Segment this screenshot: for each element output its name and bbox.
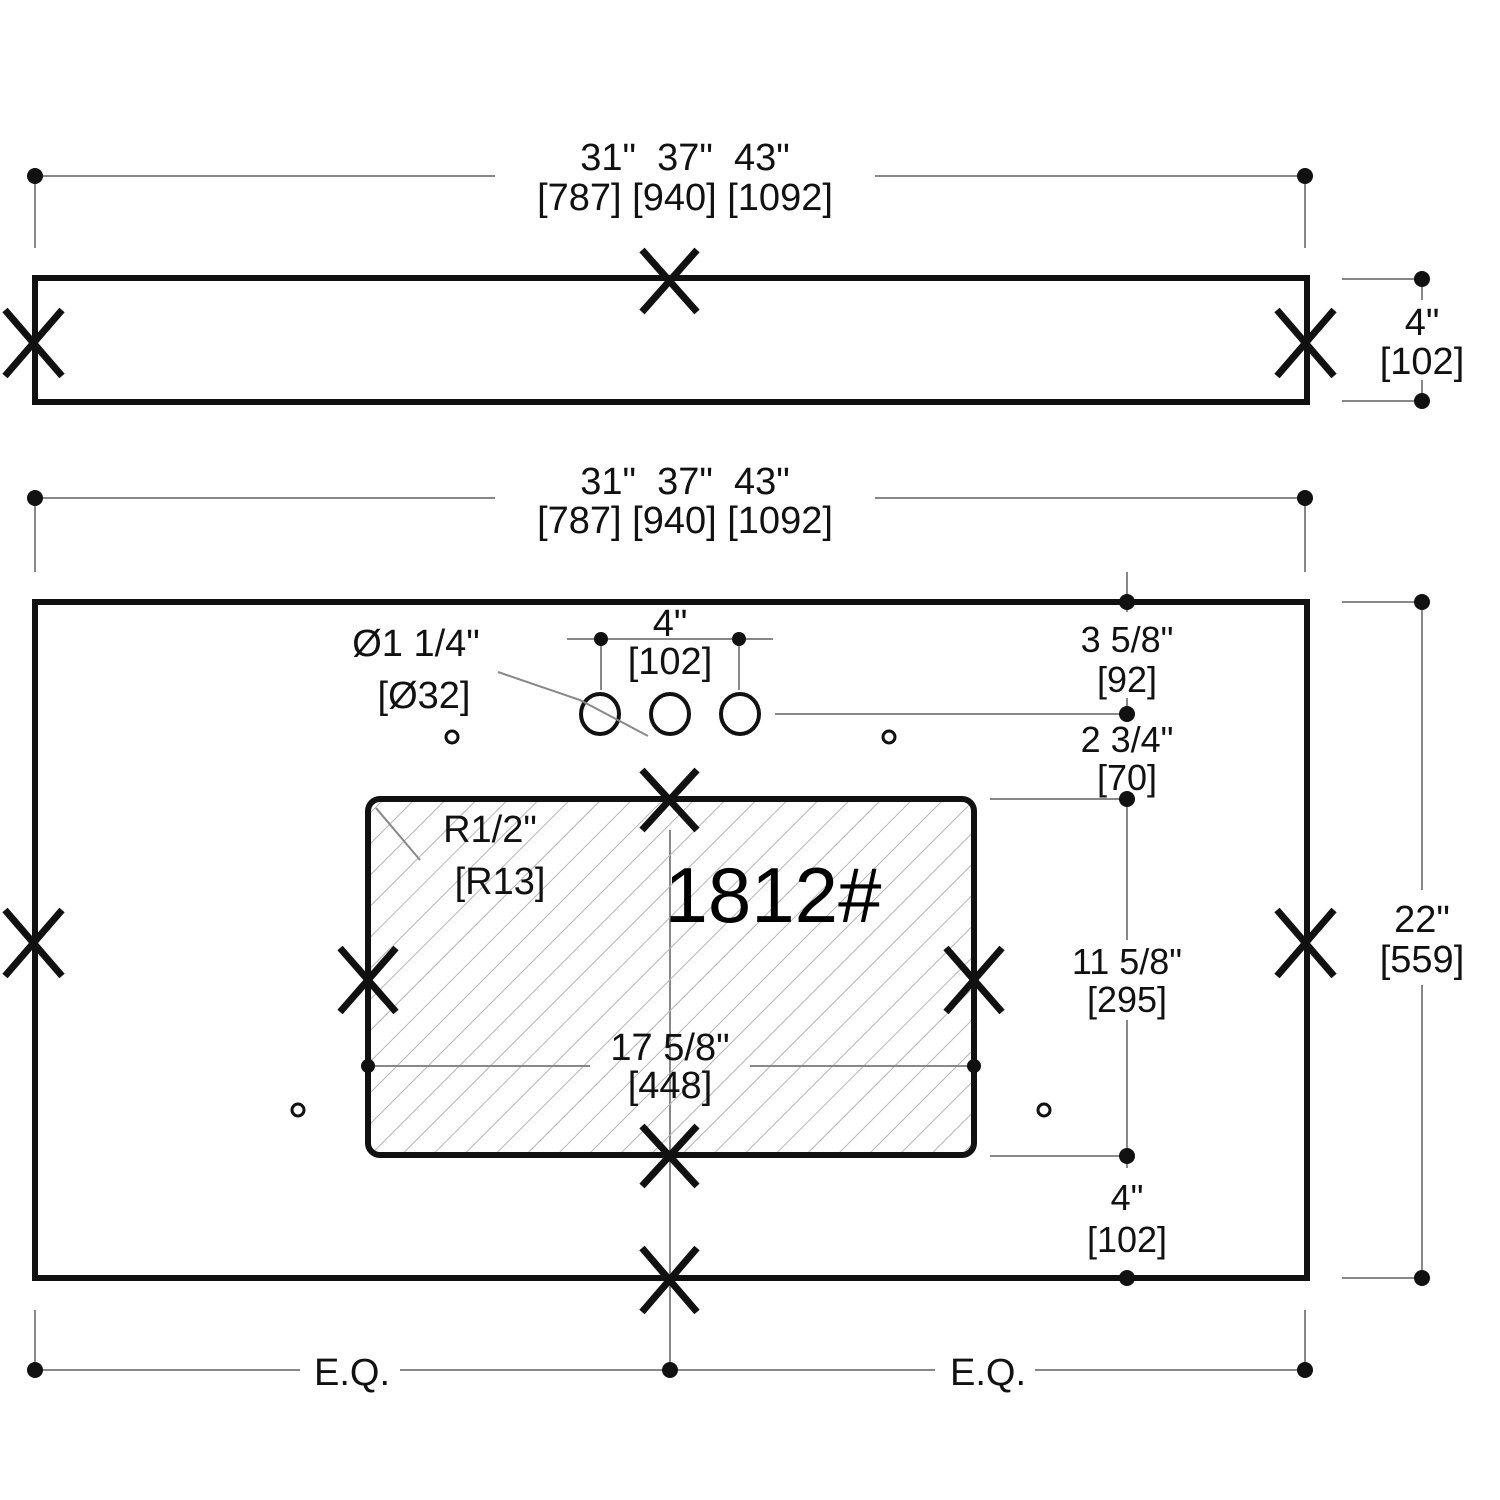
back-to-holes-mm: [92]: [1097, 659, 1157, 700]
backsplash-height-mm: [102]: [1380, 341, 1465, 383]
back-to-holes-inches: 3 5/8": [1081, 619, 1174, 660]
sink-right-mark: [943, 945, 1005, 1015]
holes-to-sink-inches: 2 3/4": [1081, 719, 1174, 760]
sink-depth-mm: [295]: [1087, 979, 1167, 1020]
faucet-hole-diameter-inches: Ø1 1/4": [352, 623, 480, 665]
mounting-hole: [444, 729, 460, 745]
equal-left-label: E.Q.: [314, 1352, 390, 1394]
corner-radius-inches: R1/2": [443, 809, 537, 851]
depth-chain-dimension: 3 5/8" [92] 2 3/4" [70] 11 5/8" [295] 4"…: [775, 572, 1182, 1286]
backsplash-width-dimension: 31" 37" 43" [787] [940] [1092]: [27, 137, 1313, 248]
equal-spacing-dimension: E.Q. E.Q.: [27, 1310, 1313, 1394]
sink-front-center-mark: [639, 1123, 700, 1189]
sink-left-mark: [337, 945, 399, 1015]
backsplash-height-inches: 4": [1405, 302, 1440, 344]
faucet-hole-left: [579, 692, 621, 736]
mounting-hole: [1036, 1102, 1052, 1118]
faucet-spread-mm: [102]: [628, 641, 713, 683]
vanity-top-view: 31" 37" 43" [787] [940] [1092] Ø1 1/4" […: [2, 461, 1464, 1394]
backsplash-width-inches: 31" 37" 43": [580, 137, 790, 179]
faucet-hole-center: [649, 692, 691, 736]
faucet-hole-diameter-mm: [Ø32]: [378, 675, 471, 717]
backsplash-height-dimension: 4" [102]: [1342, 271, 1464, 409]
top-left-edge-mark: [2, 907, 65, 979]
mounting-hole: [290, 1102, 306, 1118]
backsplash-width-mm: [787] [940] [1092]: [537, 177, 833, 219]
backsplash-left-mark: [2, 307, 65, 379]
backsplash-outline: [32, 275, 1310, 405]
top-depth-dimension: 22" [559]: [1342, 594, 1464, 1286]
backsplash-center-mark: [639, 247, 700, 315]
faucet-spread-inches: 4": [653, 603, 688, 645]
top-width-inches: 31" 37" 43": [580, 461, 790, 503]
sink-model-number: 1812#: [665, 851, 882, 939]
sink-width-mm: [448]: [628, 1065, 713, 1107]
corner-radius-mm: [R13]: [455, 861, 546, 903]
faucet-hole-diameter-callout: Ø1 1/4" [Ø32]: [352, 623, 649, 737]
top-depth-inches: 22": [1394, 899, 1450, 941]
top-width-mm: [787] [940] [1092]: [537, 500, 833, 542]
equal-right-label: E.Q.: [950, 1352, 1026, 1394]
sink-width-inches: 17 5/8": [610, 1027, 729, 1069]
sink-to-front-inches: 4": [1111, 1177, 1144, 1218]
mounting-hole: [881, 729, 897, 745]
faucet-spread-dimension: 4" [102]: [567, 603, 773, 690]
sink-to-front-mm: [102]: [1087, 1219, 1167, 1260]
backsplash-right-mark: [1274, 307, 1337, 379]
top-depth-mm: [559]: [1380, 939, 1465, 981]
holes-to-sink-mm: [70]: [1097, 757, 1157, 798]
faucet-holes: [579, 692, 761, 736]
top-right-edge-mark: [1274, 907, 1337, 979]
backsplash-view: 31" 37" 43" [787] [940] [1092] 4" [102]: [2, 137, 1464, 409]
corner-radius-callout: R1/2" [R13]: [375, 807, 546, 903]
sink-back-center-mark: [639, 767, 700, 833]
sink-depth-inches: 11 5/8": [1072, 941, 1182, 982]
faucet-hole-right: [719, 692, 761, 736]
top-front-center-mark: [639, 1245, 700, 1315]
sink-width-dimension: 17 5/8" [448]: [361, 1027, 981, 1107]
top-width-dimension: 31" 37" 43" [787] [940] [1092]: [27, 461, 1313, 572]
